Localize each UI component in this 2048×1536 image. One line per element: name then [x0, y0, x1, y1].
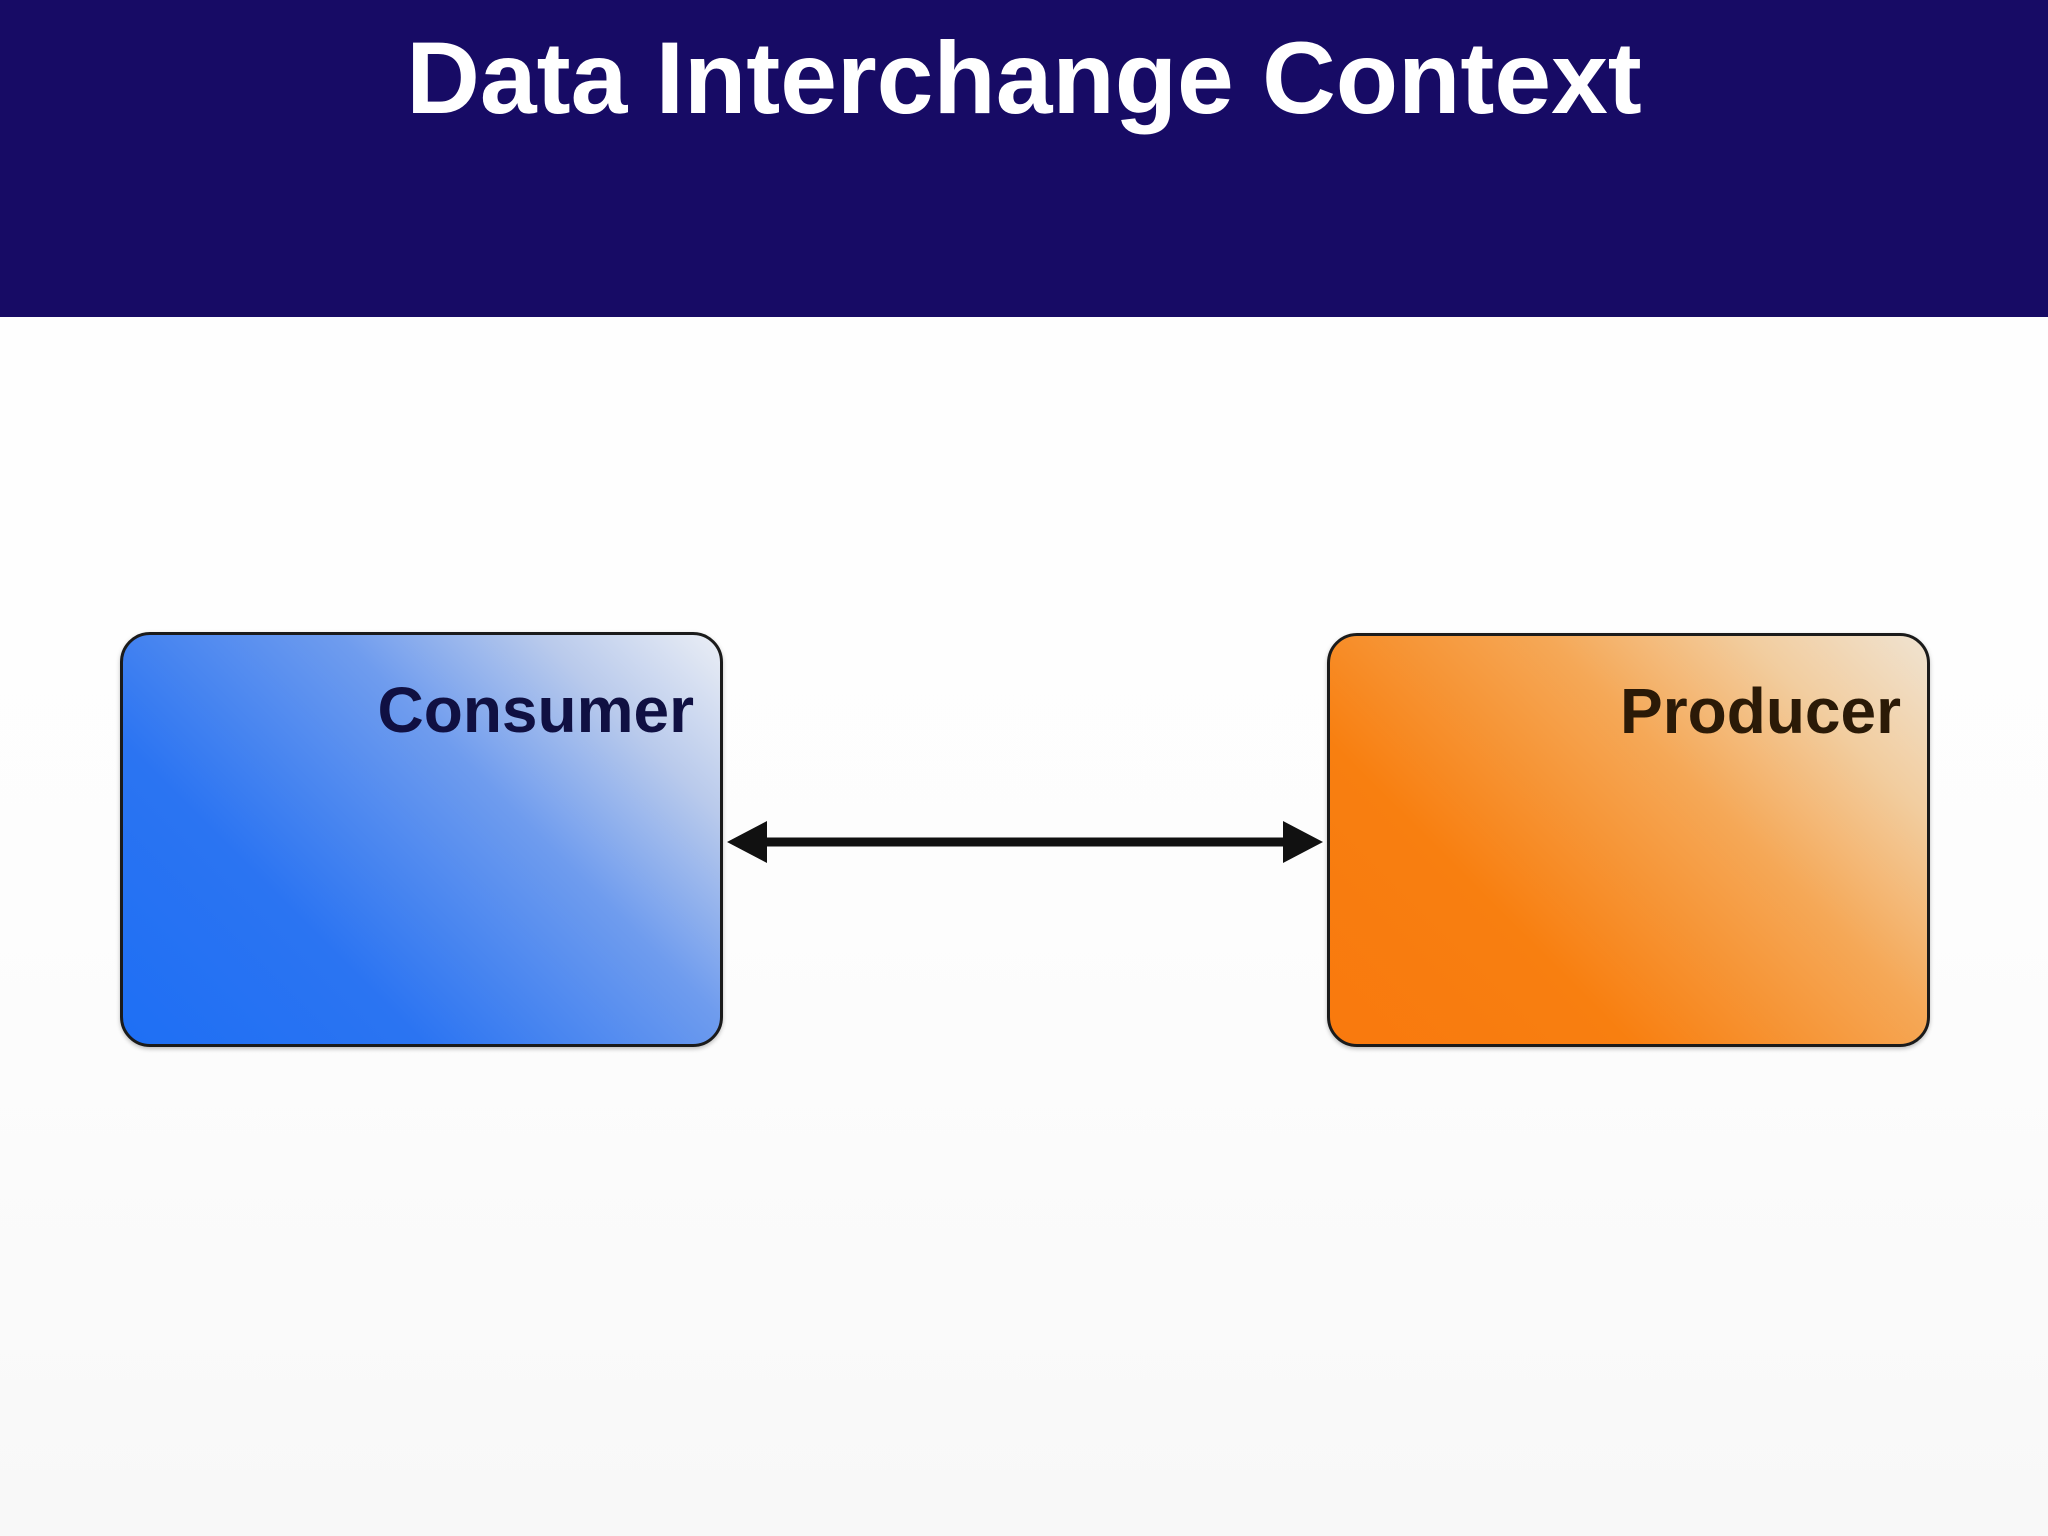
- header-band: Data Interchange Context: [0, 0, 2048, 317]
- arrowhead-left-icon: [727, 821, 767, 863]
- consumer-node-label: Consumer: [377, 674, 695, 746]
- bidirectional-arrow: [727, 821, 1323, 863]
- producer-node-label: Producer: [1620, 675, 1901, 747]
- arrowhead-right-icon: [1283, 821, 1323, 863]
- consumer-node: Consumer: [120, 632, 723, 1047]
- page-title: Data Interchange Context: [406, 21, 1642, 135]
- producer-node: Producer: [1327, 633, 1930, 1047]
